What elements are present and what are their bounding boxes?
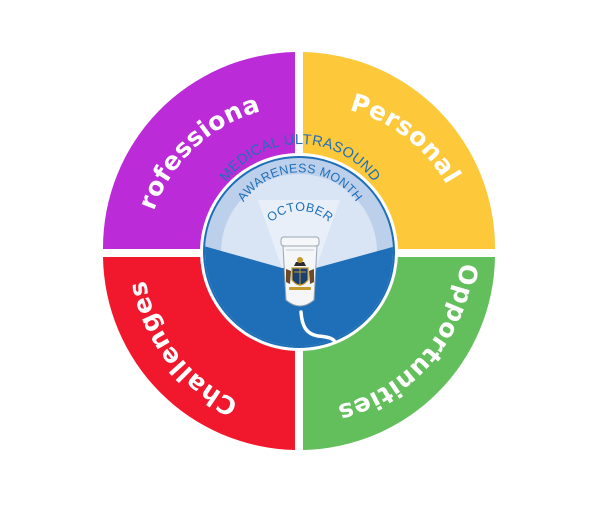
segment-opportunities — [303, 257, 495, 450]
coat-of-arms-icon — [286, 257, 314, 290]
awareness-logo: MEDICAL ULTRASOUND AWARENESS MONTH OCTOB… — [200, 132, 398, 351]
logo-beam — [258, 200, 340, 268]
segment-professional — [102, 52, 295, 249]
segment-challenges — [103, 257, 295, 450]
segment-personal — [303, 52, 496, 249]
